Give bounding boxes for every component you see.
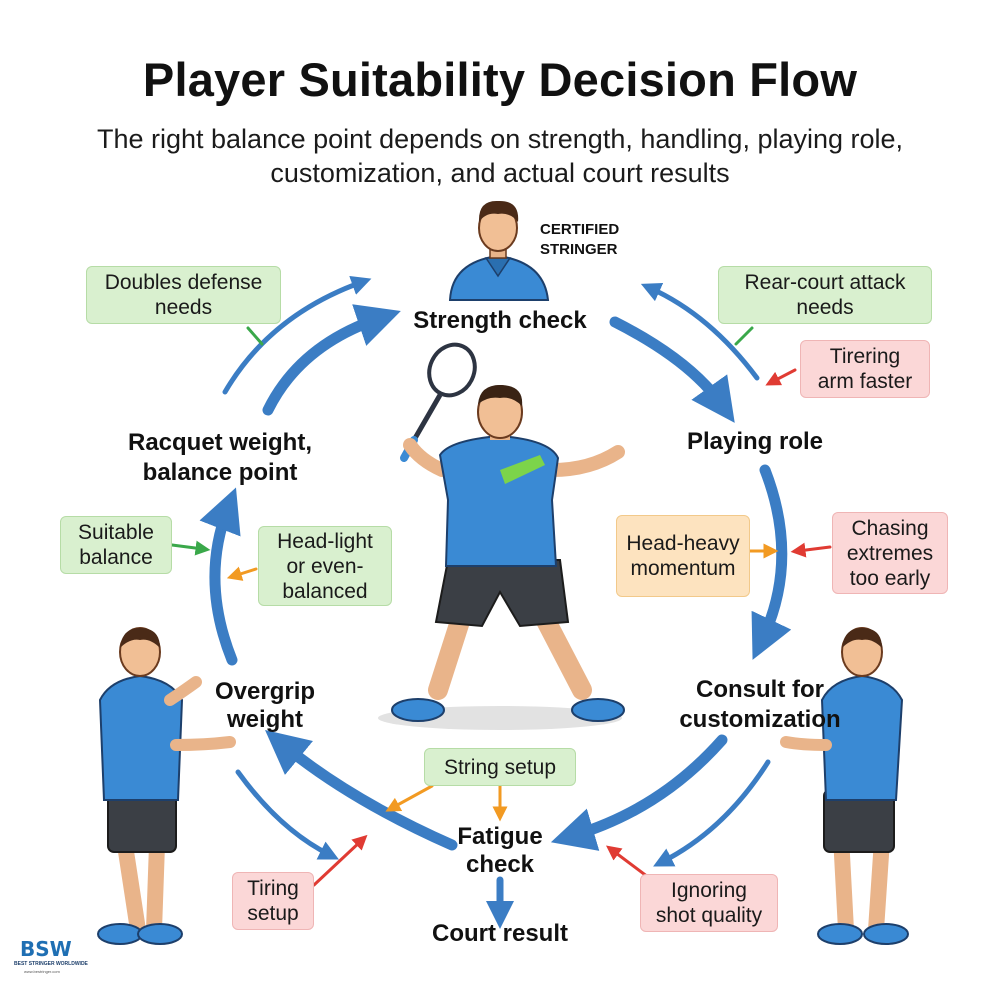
arrow-fatigue-to-overgrip [265,730,458,851]
certified-stringer-label: CERTIFIED STRINGER [540,221,620,258]
label-tirering-arm: Tirering arm faster [800,340,930,398]
left-coach-illustration [97,627,236,945]
node-fatigue-check: Fatigue check [457,823,543,878]
label-ignoring-shot-quality: Ignoring shot quality [640,874,778,932]
page-title: Player Suitability Decision Flow [142,53,858,106]
arrow-left-return [235,769,339,860]
arrow-racquet-to-strength [262,304,401,416]
arrow-strength-to-role [609,316,735,423]
label-head-light: Head-light or even-balanced [258,526,392,606]
node-consult-customization: Consult for customization [679,676,841,733]
logo-mark: BSW [20,937,72,961]
arrow-overgrip-to-racquet [199,487,241,666]
label-doubles-defense: Doubles defense needs [86,266,281,324]
arrow-chasing [790,542,832,558]
central-player-illustration [378,342,625,730]
logo-name: BEST STRINGER WORLDWIDE [14,961,88,967]
connector-rearcourt [734,326,754,346]
arrow-doubles-return [222,275,372,395]
label-chasing-extremes: Chasing extremes too early [832,512,948,594]
label-tiring-setup: Tiring setup [232,872,314,930]
arrow-suitable-balance [170,540,211,556]
page-subtitle: The right balance point depends on stren… [96,124,904,188]
arrow-role-to-consult [751,464,792,660]
arrow-string-left [385,784,434,812]
stringer-illustration [448,200,550,301]
connector-doubles [246,326,264,346]
label-rear-court-attack: Rear-court attack needs [718,266,932,324]
label-string-setup: String setup [424,748,576,786]
arrow-head-light [226,566,258,581]
arrow-rearcourt-return [640,282,760,381]
node-strength-check: Strength check [413,307,587,334]
node-court-result: Court result [431,920,568,947]
arrow-tiring [312,834,368,887]
node-playing-role: Playing role [686,428,824,455]
cycle-arrows [199,275,792,929]
logo-url: www.bestringer.com [24,969,60,974]
label-suitable-balance: Suitable balance [60,516,172,574]
brand-logo: BSW BEST STRINGER WORLDWIDE www.bestring… [8,935,90,985]
arrow-tirering [765,368,797,386]
node-overgrip-weight: Overgrip weight [214,678,316,733]
right-coach-illustration [780,627,909,945]
arrow-consult-to-fatigue [550,734,728,851]
arrow-right-return [653,759,771,867]
node-racquet-weight: Racquet weight, balance point [127,429,313,486]
label-head-heavy: Head-heavy momentum [616,515,750,597]
